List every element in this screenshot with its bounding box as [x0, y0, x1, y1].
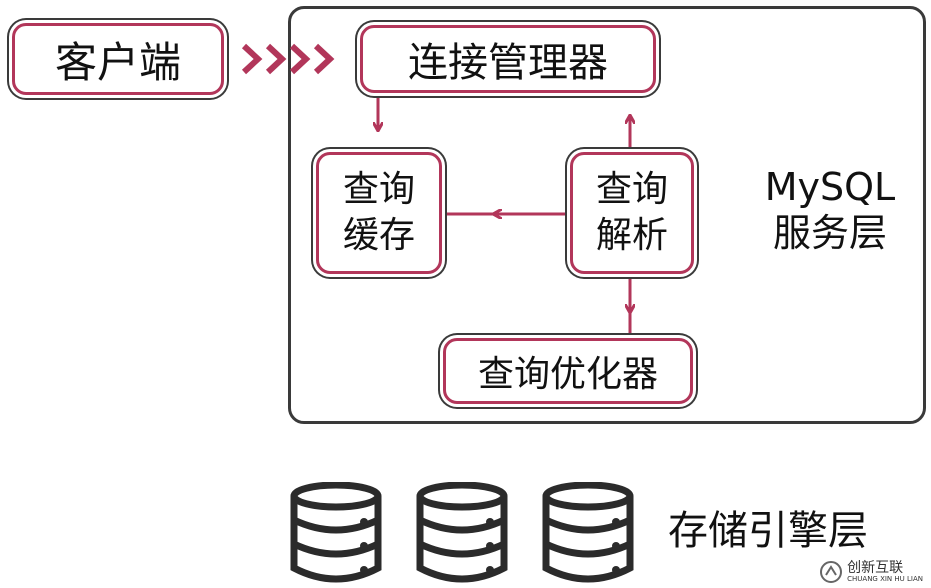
service-layer-label-line1: MySQL [764, 165, 896, 209]
query-cache-label-line1: 查询 [342, 169, 415, 210]
query-optimizer-node: 查询优化器 [443, 338, 693, 404]
client-label: 客户端 [54, 37, 181, 87]
database-icon [416, 482, 508, 583]
query-parser-node: 查询 解析 [570, 152, 694, 274]
service-layer-label-line2: 服务层 [772, 211, 887, 255]
service-layer-label: MySQL 服务层 [745, 164, 915, 256]
query-cache-label-line2: 缓存 [342, 215, 415, 256]
mysql-service-layer-box [288, 6, 926, 424]
query-optimizer-label: 查询优化器 [477, 354, 658, 395]
connection-manager-node: 连接管理器 [360, 25, 656, 93]
client-node: 客户端 [12, 23, 224, 95]
database-icon [542, 482, 634, 583]
watermark-logo: 创新互联 CHUANG XIN HU LIAN [815, 558, 927, 586]
watermark-subtext: CHUANG XIN HU LIAN [847, 575, 923, 583]
watermark-logo-icon [820, 561, 843, 583]
connection-manager-label: 连接管理器 [408, 40, 608, 86]
storage-layer-label: 存储引擎层 [668, 508, 868, 554]
query-cache-node: 查询 缓存 [316, 152, 442, 274]
watermark-text: 创新互联 [847, 560, 904, 576]
chevron-arrows-icon [241, 43, 335, 75]
query-parser-label-line2: 解析 [595, 215, 668, 256]
query-parser-label-line1: 查询 [595, 169, 668, 210]
database-icon [290, 482, 382, 583]
